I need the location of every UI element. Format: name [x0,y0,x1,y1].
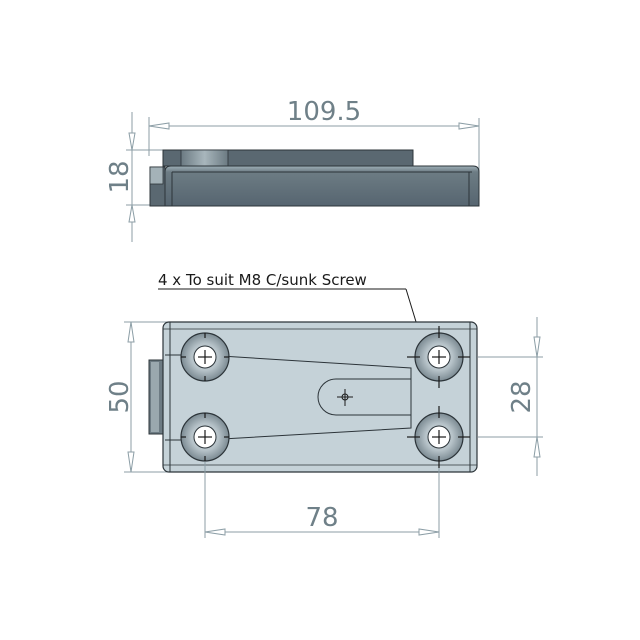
dim-length-label: 109.5 [287,97,361,127]
countersunk-hole-top-left [180,332,230,382]
plan-view: 50 [105,317,543,538]
callout-text: 4 x To suit M8 C/sunk Screw [158,271,367,289]
dim-horizontal-pitch-label: 78 [305,503,338,533]
dim-height-label: 18 [105,160,135,193]
countersunk-hole-bottom-right [407,406,470,468]
screw-callout: 4 x To suit M8 C/sunk Screw [158,271,426,351]
dimension-width [124,321,168,473]
plan-body [148,321,478,473]
dim-width-label: 50 [105,380,135,413]
dim-vertical-pitch-label: 28 [507,380,537,413]
side-body [149,149,480,207]
dimension-hole-pitch-horizontal [204,462,440,538]
countersunk-hole-bottom-left [180,412,230,462]
centre-mark-icon [337,389,353,406]
countersunk-hole-top-right [407,326,470,388]
dimension-height [126,112,165,242]
dimension-hole-pitch-vertical [478,317,543,476]
side-view: 109.5 18 [105,97,480,242]
